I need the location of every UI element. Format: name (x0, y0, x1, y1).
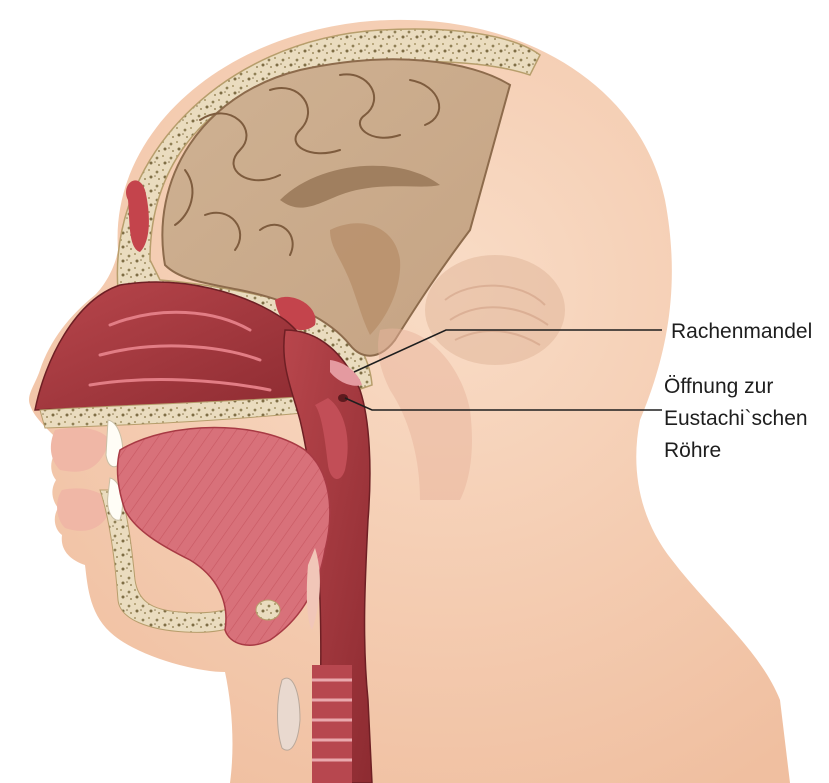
cerebellum (425, 255, 565, 365)
label-eustachian-line3: Röhre (664, 439, 721, 462)
label-adenoid: Rachenmandel (671, 320, 812, 343)
label-eustachian-line1: Öffnung zur (664, 375, 773, 398)
label-eustachian-line2: Eustachi`schen (664, 407, 808, 430)
hyoid-bone (256, 600, 280, 620)
trachea (312, 665, 352, 783)
